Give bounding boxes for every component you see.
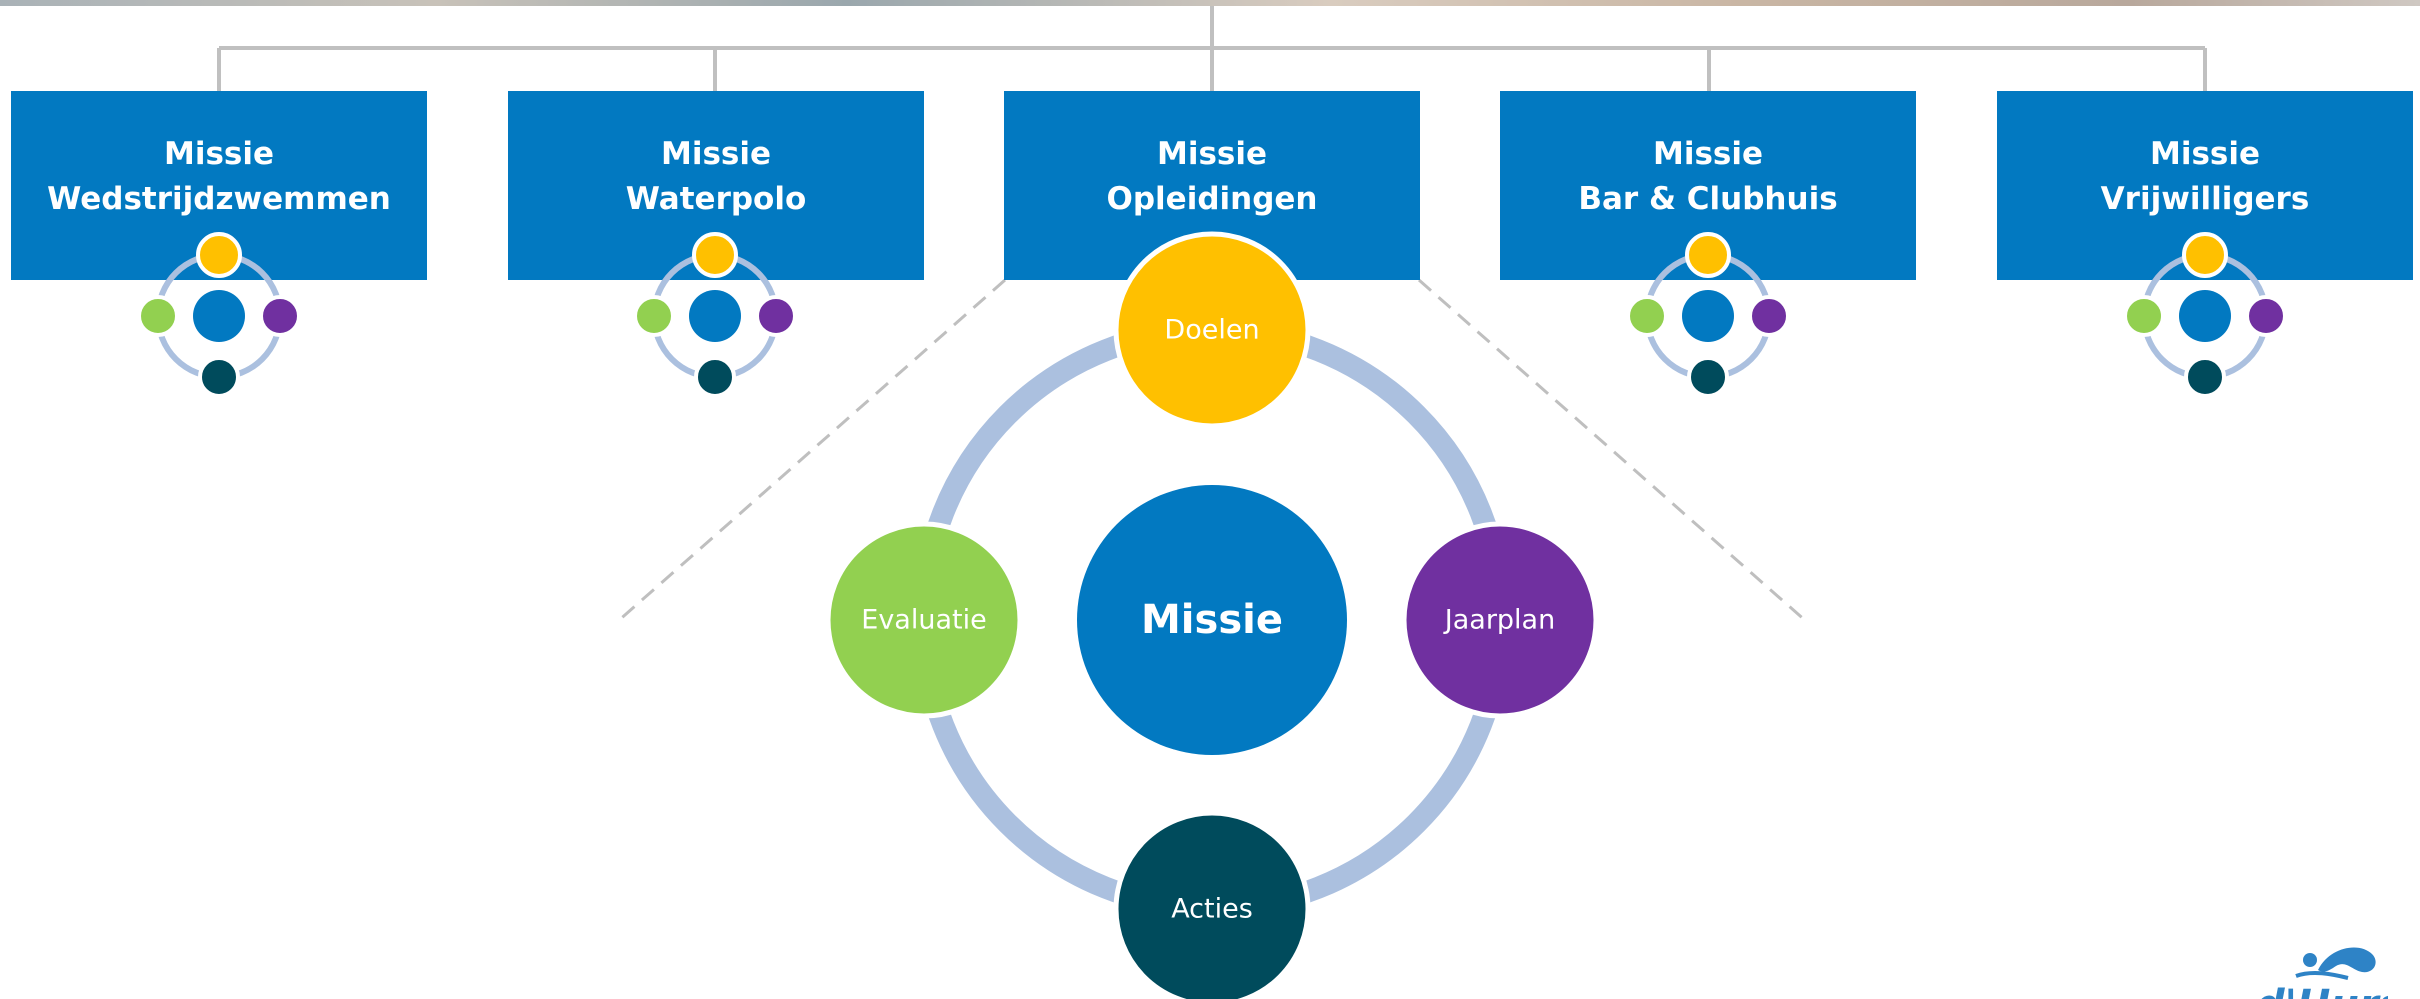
mini-bottom-dot xyxy=(2184,356,2226,398)
mission-box-title: Missie xyxy=(2149,135,2261,172)
cycle-node-label-evaluatie: Evaluatie xyxy=(861,605,986,636)
cycle-node-acties: Acties xyxy=(1113,810,1311,999)
cycle-node-jaarplan: Jaarplan xyxy=(1401,521,1599,719)
zoom-line-left xyxy=(616,278,1006,624)
mission-box-title: Missie xyxy=(1652,135,1764,172)
mini-right-dot xyxy=(1748,295,1790,337)
mission-box-subtitle: Vrijwilligers xyxy=(2100,180,2310,217)
mission-box-wedstrijdzwemmen: Missie Wedstrijdzwemmen xyxy=(11,91,427,280)
mission-box-subtitle: Wedstrijdzwemmen xyxy=(47,180,391,217)
mini-cycle-icon-bar-clubhuis xyxy=(1626,232,1790,398)
mini-left-dot xyxy=(1626,295,1668,337)
swimmer-logo-icon: d'Hurst xyxy=(2256,947,2388,999)
mission-box-title: Missie xyxy=(163,135,275,172)
mini-right-dot xyxy=(2245,295,2287,337)
mini-center-dot xyxy=(1682,290,1734,342)
cycle-center-label: Missie xyxy=(1141,597,1283,643)
cycle-node-evaluatie: Evaluatie xyxy=(825,521,1023,719)
header-photo-strip xyxy=(0,0,2420,6)
mission-box-subtitle: Opleidingen xyxy=(1106,180,1318,217)
mini-center-dot xyxy=(193,290,245,342)
mission-box-subtitle: Waterpolo xyxy=(625,180,807,217)
mission-box-title: Missie xyxy=(660,135,772,172)
cycle-node-label-jaarplan: Jaarplan xyxy=(1443,605,1555,636)
mini-top-dot xyxy=(196,232,242,278)
cycle-center-node: Missie xyxy=(1077,485,1347,755)
mini-top-dot xyxy=(692,232,738,278)
cycle-node-doelen: Doelen xyxy=(1113,231,1311,429)
mini-cycle-icon-wedstrijdzwemmen xyxy=(137,232,301,398)
mini-right-dot xyxy=(259,295,301,337)
mini-center-dot xyxy=(2179,290,2231,342)
mini-center-dot xyxy=(689,290,741,342)
mini-left-dot xyxy=(2123,295,2165,337)
logo-text: d'Hurst xyxy=(2256,982,2388,999)
cycle-node-label-acties: Acties xyxy=(1171,894,1253,925)
mini-left-dot xyxy=(633,295,675,337)
mini-bottom-dot xyxy=(1687,356,1729,398)
mini-top-dot xyxy=(1685,232,1731,278)
mini-right-dot xyxy=(755,295,797,337)
cycle-node-label-doelen: Doelen xyxy=(1164,315,1259,346)
mission-box-subtitle: Bar & Clubhuis xyxy=(1578,180,1838,217)
mission-box-title: Missie xyxy=(1156,135,1268,172)
mini-cycle-icon-waterpolo xyxy=(633,232,797,398)
mini-bottom-dot xyxy=(694,356,736,398)
mini-cycle-icon-vrijwilligers xyxy=(2123,232,2287,398)
mini-bottom-dot xyxy=(198,356,240,398)
mini-left-dot xyxy=(137,295,179,337)
zoom-line-right xyxy=(1418,278,1808,624)
mini-top-dot xyxy=(2182,232,2228,278)
